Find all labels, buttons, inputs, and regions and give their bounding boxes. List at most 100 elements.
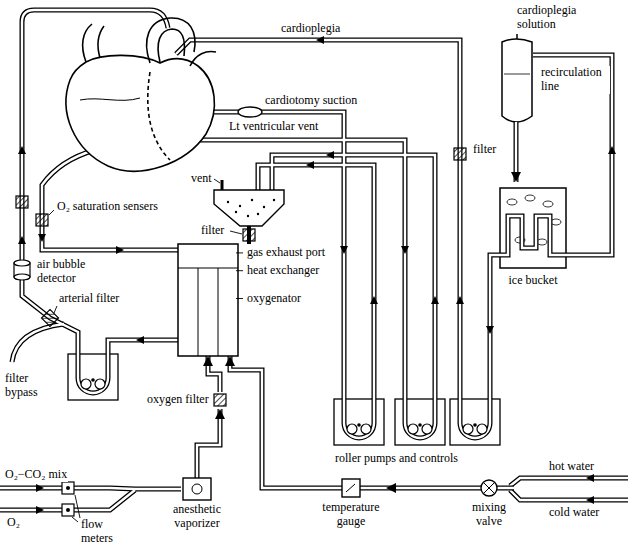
leader-line [236,270,243,271]
flow-arrow [456,296,464,304]
part-label: filter [200,224,225,238]
coronary-vessel [80,98,140,100]
component-label: mixing valve [465,501,513,529]
part-label: roller pumps and controls [334,452,459,466]
part-label: cardiotomy suction [264,94,358,108]
flow-arrow [370,296,378,304]
leader-line [75,495,80,518]
saturation-sensor [16,196,28,208]
flow-arrow [486,326,494,334]
bag-outlet [515,122,517,142]
flow-arrow [586,474,594,482]
reservoir-dot [263,206,265,208]
vena-cava [83,24,104,62]
leader-line [214,179,220,183]
suction-tip [238,107,262,117]
tube-connector [208,356,220,392]
flow-arrow [38,234,46,242]
flow-arrow [340,246,348,254]
reservoir-dot [273,199,275,201]
septum [148,72,170,160]
valve-cross [484,483,494,493]
part-label: O₂−CO₂ mix [4,468,68,482]
tube-connector [230,356,316,488]
flow-arrow [431,296,439,304]
component-label: gas exhaust port [246,246,326,260]
flow-arrow [136,336,144,344]
solution-bag [502,39,532,122]
tube-lumen [515,142,517,182]
cooling-coil [496,216,570,255]
part-label: arterial filter [58,292,120,306]
reservoir-dot [235,211,237,213]
part-label: cardioplegia [280,22,341,36]
vaporizer-box [183,478,211,500]
flow-arrow [116,246,124,254]
tube-outline [0,10,628,510]
oxygenator-chamber [178,268,238,356]
flow-arrow [316,36,324,44]
tube-lumen [0,10,628,510]
anesthetic-vaporizer: anesthetic vaporizer [150,478,244,533]
oxygenator-housing [178,244,238,356]
vent-port [221,180,224,190]
pulmonary-artery [190,52,216,66]
part-label: recirculation line [540,66,610,94]
fluid-level [504,74,530,75]
oxygen-filter [214,394,226,406]
tube-outline [230,356,316,488]
tube-lumen [208,356,220,392]
tube-outline [208,356,220,392]
flow-arrow [36,506,44,514]
roller-pump [68,350,118,400]
component-label: oxygenator [246,292,302,306]
arterial-filter [42,310,59,327]
component-label: oxygen filter [146,393,210,407]
reservoir-dot [251,199,253,201]
component-label: anesthetic vaporizer [151,503,243,531]
flow-arrow [306,161,314,169]
tube-connector [197,409,220,478]
part-label: flow meters [80,518,128,546]
flow-meter [62,482,74,494]
reservoir-dot [257,213,259,215]
tube-outline [197,409,220,478]
gauge-needle [346,484,355,492]
part-label: filter bypass [4,372,50,400]
leader-line [236,298,243,299]
oxygen-filter: oxygen filter [146,392,228,409]
ice-cube [543,201,553,207]
tube-outline [514,142,519,182]
cooling-coil [496,216,570,255]
part-label: vent [190,172,213,186]
leader-line [236,252,243,253]
flow-meter [62,504,74,516]
ice-bucket: ice bucket [496,182,570,290]
roller-pump [450,395,500,445]
part-label: O₂ saturation sensers [56,200,159,214]
flow-arrow [586,496,594,504]
bubble-detector [14,274,30,280]
saturation-sensor [36,214,48,226]
part-label: cold water [548,506,600,520]
tube-lumen [230,356,316,488]
aorta [158,29,184,62]
reservoir-dot [227,201,229,203]
leader-line [72,517,78,522]
bag-outlet [514,122,519,142]
cardioplegia-filter [454,148,466,160]
part-label: filter [472,143,497,157]
oxygenator: gas exhaust port heat exchanger oxygenator [178,244,328,356]
bubble-detector [14,260,30,266]
component-label: heat exchanger [246,264,320,278]
part-label: Lt ventricular vent [228,120,319,134]
roller-pump [334,395,384,445]
tube-outline [386,486,464,491]
ice-cube [507,199,517,205]
mixing-valve: mixing valve [464,478,514,531]
temperature-gauge: temperature gauge [316,478,386,531]
flow-arrow [401,246,409,254]
leader-line [54,306,57,313]
component-label: cardioplegia solution [516,4,602,32]
flow-arrow [608,146,616,154]
